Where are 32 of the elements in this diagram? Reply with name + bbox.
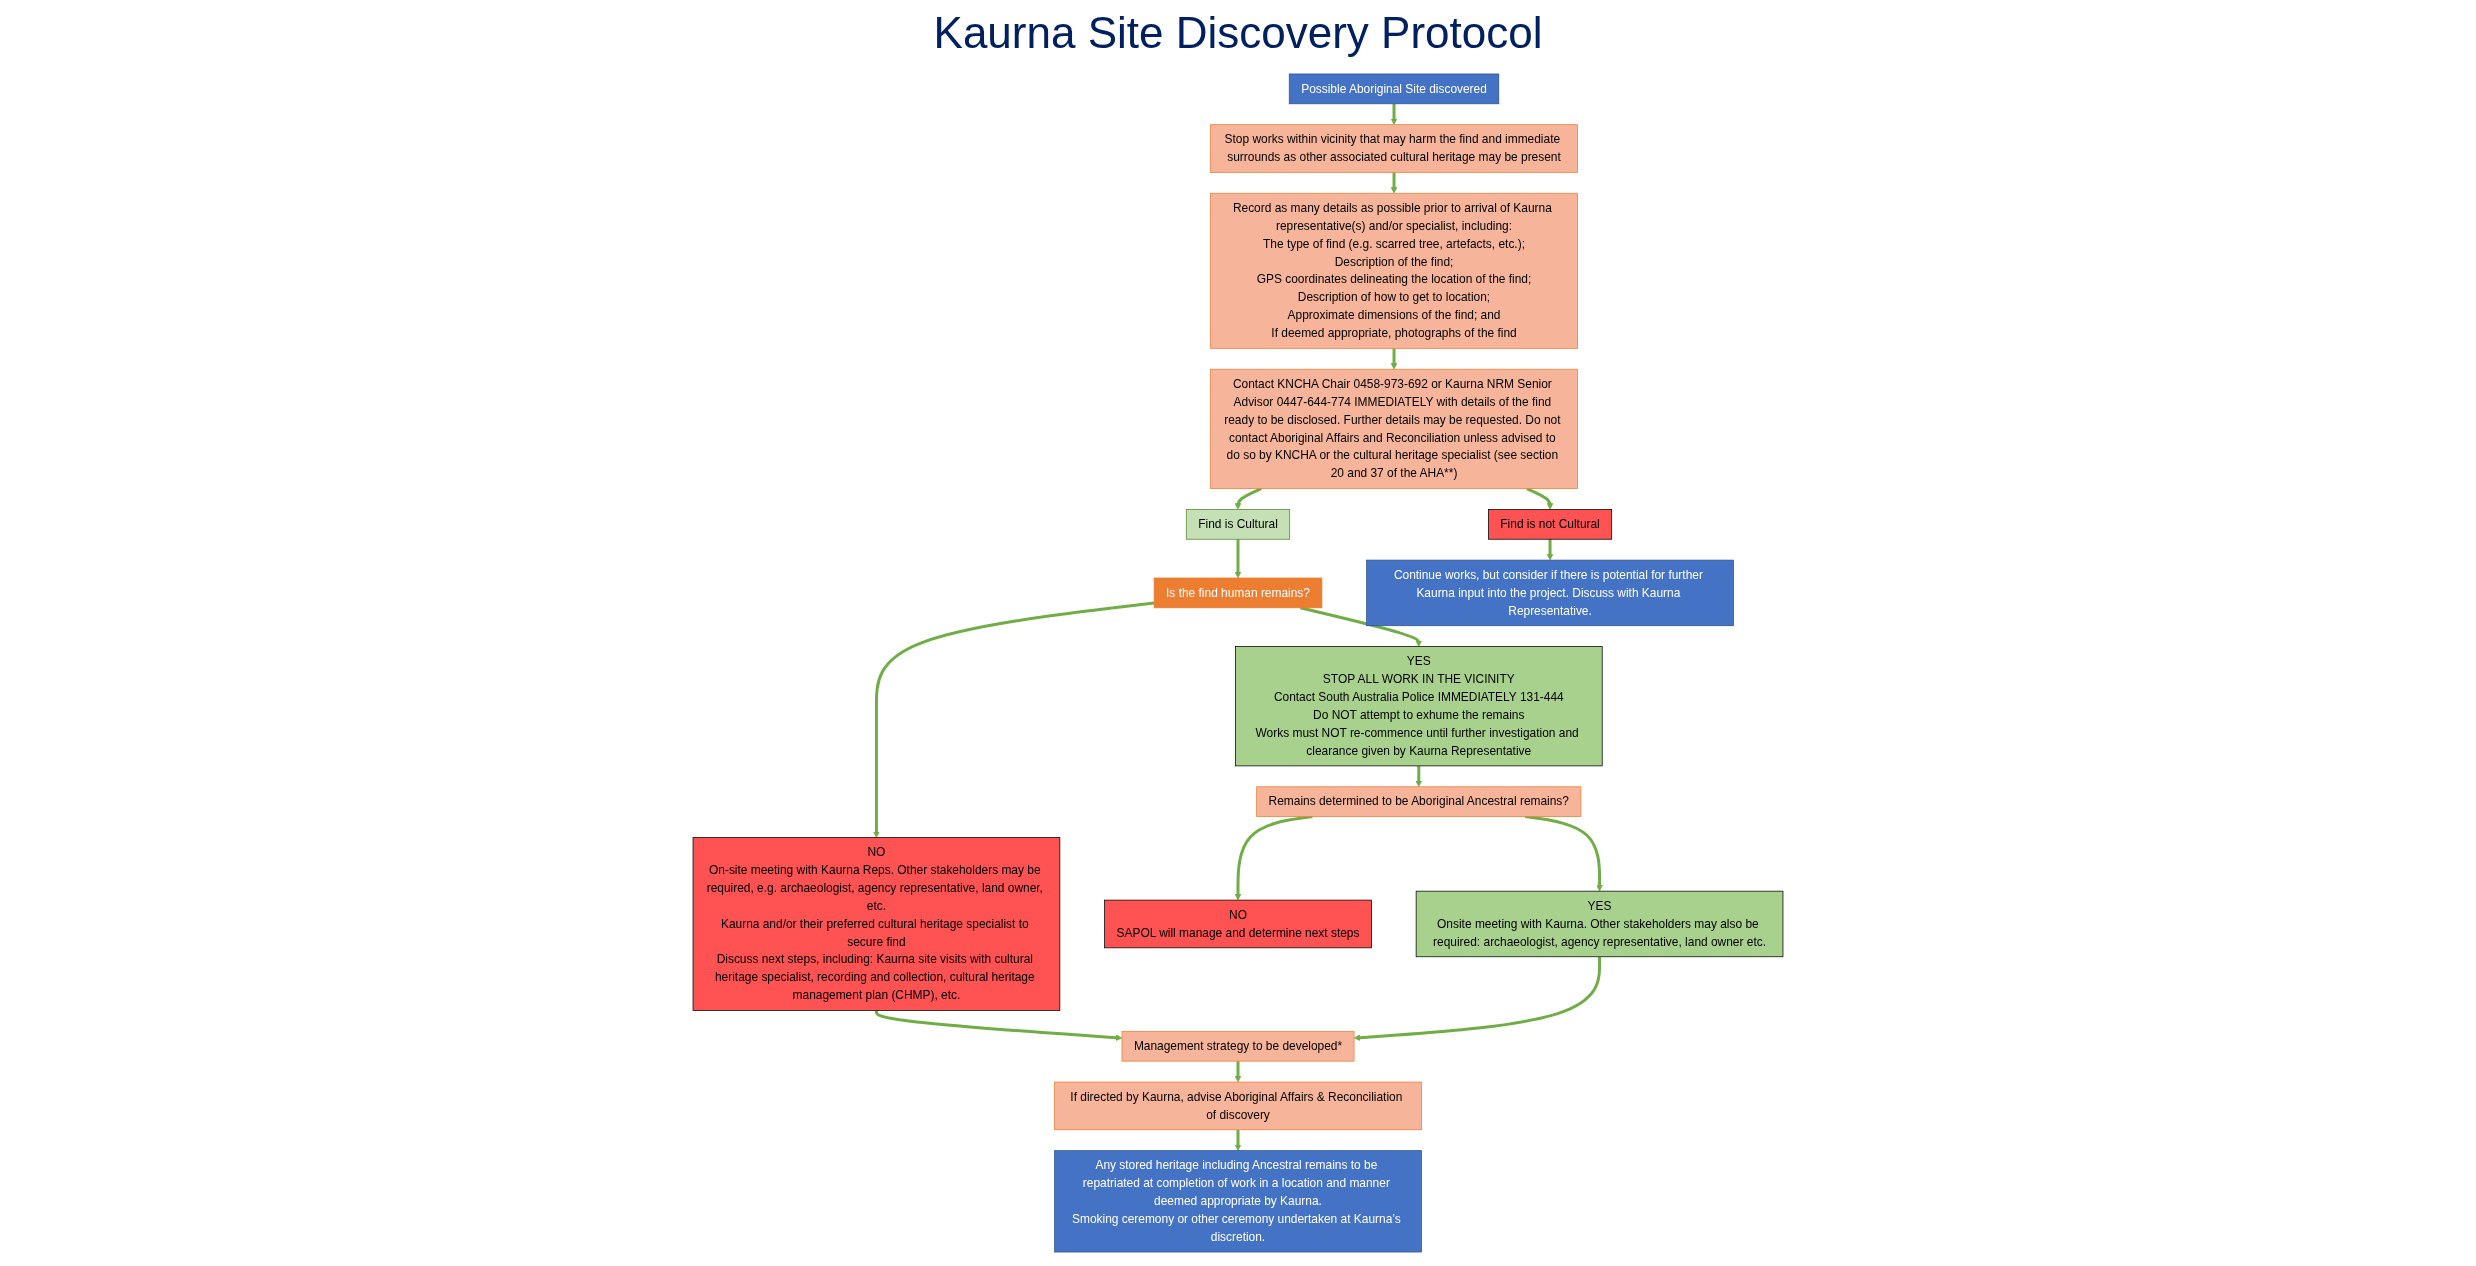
node-box: NO On-site meeting with Kaurna Reps. Other stakeholders may be required, e.g. archaeologist, agency representative, land owner, etc. Kaurna and/or their preferred cultural heritage specialist to secure find Discuss next steps, including: Kaurna site visits with cultural heritage specialist, recording and collection, cultural heritage management plan (CHMP), etc. [692,837,1061,1011]
arrow [1546,539,1554,561]
arrow [1234,815,1313,901]
node-box: Find is not Cultural [1488,509,1613,540]
node-box: Find is Cultural [1185,509,1291,540]
arrow [1300,606,1423,647]
arrow [874,1010,1123,1041]
node-box: YES STOP ALL WORK IN THE VICINITY Contact South Australia Police IMMEDIATELY 131-444 Do NOT attempt to exhume the remains Works must NOT re-commence until further investigation and clearance given by Kaurna Representative [1235,646,1603,767]
node-box: Possible Aboriginal Site discovered [1288,73,1500,105]
node-box: Any stored heritage including Ancestral remains to be repatriated at completion of work in a location and manner deemed appropriate by Kaurna. Smoking ceremony or other ceremony undertaken at Kaurna’s discretion. [1054,1150,1422,1253]
arrow [1234,539,1242,579]
node-box: Continue works, but consider if there is potential for further Kaurna input into the project. Discuss with Kaurna Representative. [1366,559,1734,627]
node-box: YES Onsite meeting with Kaurna. Other stakeholders may also be required: archaeologist, agency representative, land owner etc. [1415,890,1784,958]
node-box: Management strategy to be developed* [1121,1030,1355,1062]
arrow [873,601,1155,838]
node-box: Record as many details as possible prior to arrival of Kaurna representative(s) and/or specialist, including: The type of find (e.g. scarred tree, artefacts, etc.); Description of the find; GPS coordinates delineating the location of the find; Description of how to get to location; Approximate dimensions of the find; and If deemed appropriate, photographs of the find [1210,192,1578,349]
node-box: If directed by Kaurna, advise Aboriginal Affairs & Reconciliation of discovery [1054,1081,1422,1131]
node-box: NO SAPOL will manage and determine next steps [1104,899,1372,949]
arrow [1415,765,1423,788]
arrow [1234,1129,1242,1151]
arrow [1234,487,1262,510]
arrow [1353,956,1602,1041]
arrow [1390,103,1398,125]
node-box: Is the find human remains? [1153,577,1323,609]
arrow [1524,815,1603,892]
node-box: Stop works within vicinity that may harm the find and immediate surrounds as other associated cultural heritage may be present [1210,124,1578,173]
arrow [1390,172,1398,194]
node-box: Remains determined to be Aboriginal Ancestral remains? [1256,786,1582,817]
arrow [1390,348,1398,370]
diagram-title: Kaurna Site Discovery Protocol [932,7,1544,59]
arrow [1526,487,1554,510]
node-box: Contact KNCHA Chair 0458-973-692 or Kaurna NRM Senior Advisor 0447-644-774 IMMEDIATELY with details of the find ready to be disclosed. Further details may be requested. Do not contact Aboriginal Affairs and Reconciliation unless advised to do so by KNCHA or the cultural heritage specialist (see section 20 and 37 of the AHA**) [1210,368,1578,489]
